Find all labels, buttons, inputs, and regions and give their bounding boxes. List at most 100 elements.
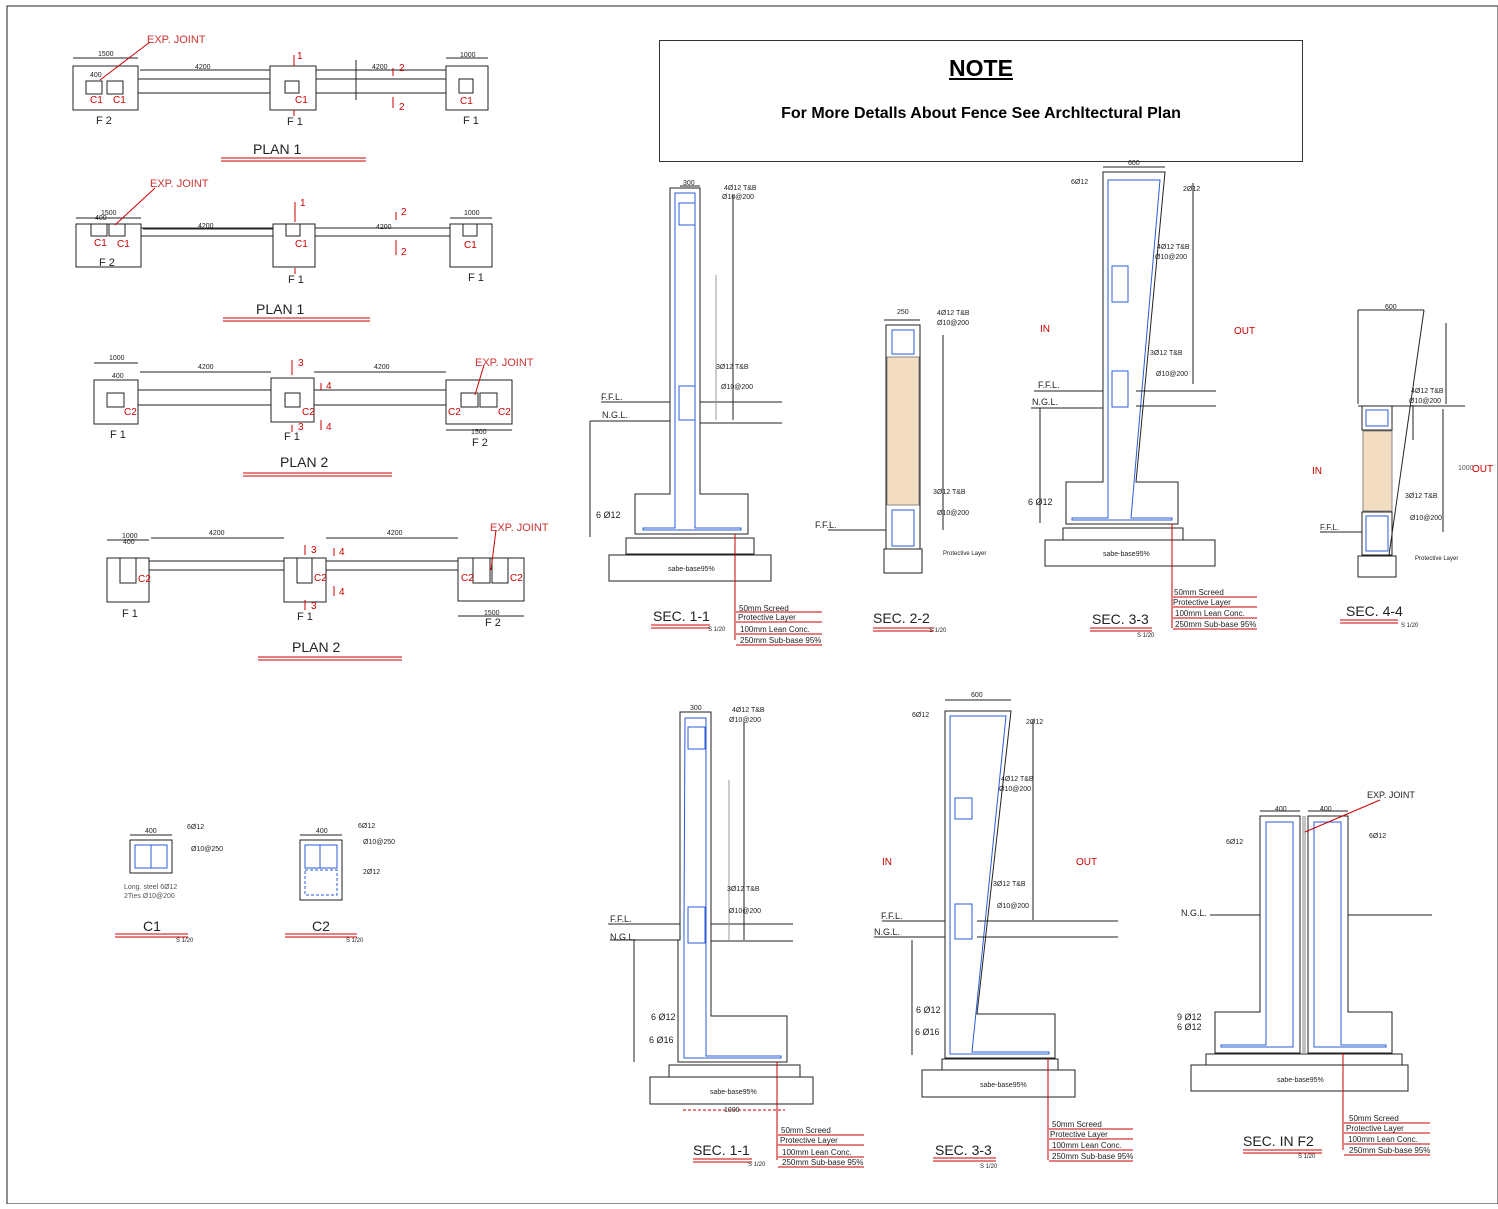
rebar-label: 2Ø12: [363, 869, 380, 876]
scale-label: S 1/20: [980, 1164, 998, 1170]
rebar-label: 6Ø12: [1369, 833, 1386, 840]
layer-label: 250mm Sub-base 95%: [1052, 1152, 1133, 1161]
exp-joint-label: EXP. JOINT: [475, 357, 534, 369]
scale-label: S 1/20: [1298, 1154, 1316, 1160]
rebar-label: 6 Ø12: [1177, 1022, 1202, 1032]
section-mark: 3: [298, 422, 304, 433]
section-mark: 2: [399, 102, 405, 113]
layer-label: 100mm Lean Conc.: [1052, 1141, 1122, 1150]
sec-in-f2-title: SEC. IN F2: [1243, 1133, 1314, 1149]
footing-label: F 2: [99, 257, 115, 269]
rebar-label: Ø10@200: [937, 320, 969, 327]
scale-label: S 1/20: [1401, 623, 1419, 629]
sec-4-4-title: SEC. 4-4: [1346, 603, 1403, 619]
rebar-label: Ø10@200: [1410, 515, 1442, 522]
plan-1-second: [75, 187, 493, 322]
rebar-label: Ø10@200: [721, 384, 753, 391]
layer-label: Protective Layer: [1050, 1130, 1108, 1139]
rebar-label: Ø10@200: [999, 786, 1031, 793]
ffl-label: F.F.L.: [610, 914, 632, 924]
layer-label: 250mm Sub-base 95%: [740, 636, 821, 645]
plan-2-second: [106, 529, 525, 661]
column-label: C1: [90, 95, 103, 106]
layer-label: 50mm Screed: [1052, 1120, 1102, 1129]
exp-joint-label: EXP. JOINT: [490, 522, 549, 534]
footing-label: F 1: [463, 115, 479, 127]
scale-label: S 1/20: [748, 1162, 766, 1168]
section-2-2: [828, 319, 944, 632]
rebar-label: 3Ø12 T&B: [716, 364, 749, 371]
layer-label: Protective Layer: [738, 613, 796, 622]
rebar-label: Ø10@200: [1156, 371, 1188, 378]
rebar-label: 6 Ø12: [596, 510, 621, 520]
rebar-label: 6 Ø12: [1028, 497, 1053, 507]
section-mark: 1: [300, 198, 306, 209]
rebar-label: Ø10@200: [937, 510, 969, 517]
out-label: OUT: [1234, 326, 1255, 337]
rebar-note: Long. steel 6Ø12: [124, 884, 177, 891]
rebar-label: Ø10@250: [191, 846, 223, 853]
rebar-label: Ø10@200: [722, 194, 754, 201]
ngl-label: N.G.L.: [602, 410, 628, 420]
rebar-label: 6 Ø16: [649, 1035, 674, 1045]
sec-1-1-title-b: SEC. 1-1: [693, 1142, 750, 1158]
section-in-f2: [1190, 799, 1432, 1156]
rebar-label: 6Ø12: [1226, 839, 1243, 846]
footing-label: F 1: [468, 272, 484, 284]
c1-title: C1: [143, 918, 161, 934]
section-1-1-top: [589, 185, 822, 646]
layer-label: 100mm Lean Conc.: [740, 625, 810, 634]
dim-text: 1500: [101, 210, 117, 217]
rebar-label: 4Ø12 T&B: [937, 310, 970, 317]
ngl-label: N.G.L.: [610, 932, 636, 942]
section-1-1-bottom: [608, 711, 864, 1168]
dim-text: 4200: [374, 364, 390, 371]
section-mark: 3: [311, 545, 317, 556]
dim-text: 1000: [109, 355, 125, 362]
rebar-label: 6Ø12: [358, 823, 375, 830]
rebar-label: 3Ø12 T&B: [933, 489, 966, 496]
footing-label: F 1: [287, 116, 303, 128]
column-c1-section: [115, 834, 188, 938]
section-mark: 2: [401, 207, 407, 218]
sec-3-3-title: SEC. 3-3: [1092, 611, 1149, 627]
out-label: OUT: [1472, 464, 1493, 475]
rebar-label: 3Ø12 T&B: [993, 881, 1026, 888]
protective-label: Protective Layer: [943, 551, 986, 557]
dim-text: 1500: [98, 51, 114, 58]
layer-label: Protective Layer: [1173, 598, 1231, 607]
layer-label: 50mm Screed: [1174, 588, 1224, 597]
in-label: IN: [1040, 324, 1050, 335]
ffl-label: F.F.L.: [1320, 523, 1339, 532]
ffl-label: F.F.L.: [815, 520, 837, 530]
rebar-label: Ø10@200: [729, 717, 761, 724]
scale-label: S 1/20: [176, 938, 194, 944]
dim-text: 1500: [471, 429, 487, 436]
rebar-label: 4Ø12 T&B: [732, 707, 765, 714]
dim-text: 1500: [484, 610, 500, 617]
rebar-label: 2Ø12: [1026, 719, 1043, 726]
dim-text: 400: [95, 215, 107, 222]
layer-label: 250mm Sub-base 95%: [1175, 620, 1256, 629]
layer-label: 50mm Screed: [739, 604, 789, 613]
column-label: C1: [464, 240, 477, 251]
dim-text: 400: [1275, 806, 1287, 813]
dim-text: 4200: [209, 530, 225, 537]
layer-label: 50mm Screed: [781, 1126, 831, 1135]
protective-label: Protective Layer: [1415, 556, 1458, 562]
rebar-label: 6Ø12: [912, 712, 929, 719]
rebar-label: 4Ø12 T&B: [724, 185, 757, 192]
rebar-note: 2Ties Ø10@200: [124, 893, 175, 900]
sub-base-label: sabe-base95%: [1103, 551, 1150, 558]
rebar-label: 4Ø12 T&B: [1001, 776, 1034, 783]
dim-text: 400: [90, 72, 102, 79]
in-label: IN: [882, 857, 892, 868]
section-mark: 3: [311, 601, 317, 612]
rebar-label: 4Ø12 T&B: [1411, 388, 1444, 395]
ffl-label: F.F.L.: [1038, 380, 1060, 390]
sec-2-2-title: SEC. 2-2: [873, 610, 930, 626]
column-label: C2: [314, 573, 327, 584]
ffl-label: F.F.L.: [601, 392, 623, 402]
